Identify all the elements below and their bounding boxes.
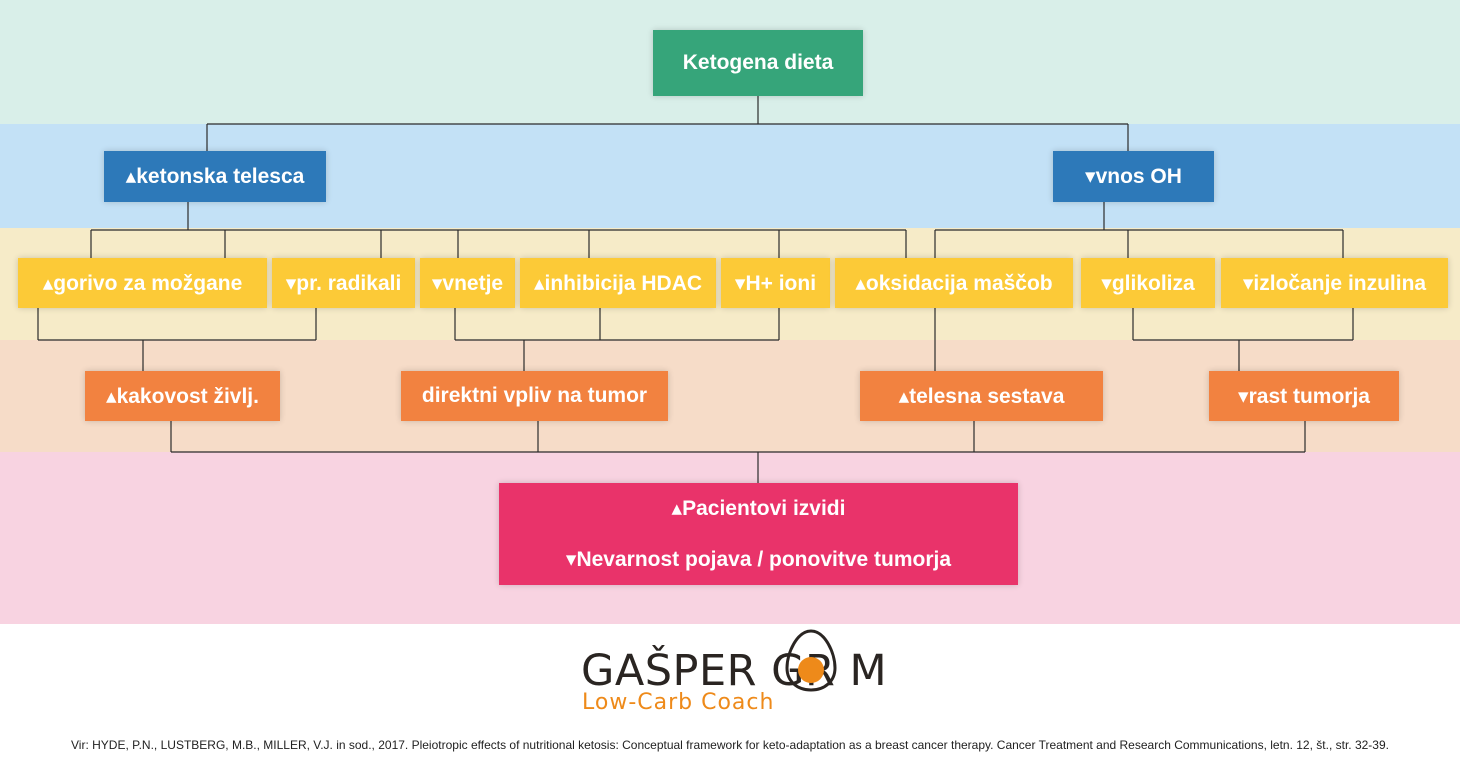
node-h-ioni: ▾H+ ioni xyxy=(721,258,830,308)
logo: GAŠPER GR M Low-Carb Coach xyxy=(581,628,887,718)
node-direktni-vpliv: direktni vpliv na tumor xyxy=(401,371,668,421)
node-telesna-sestava: ▴telesna sestava xyxy=(860,371,1103,421)
node-gorivo-za-mozgane: ▴gorivo za možgane xyxy=(18,258,267,308)
node-final-outcome: ▴Pacientovi izvidi ▾Nevarnost pojava / p… xyxy=(499,483,1018,585)
node-rast-tumorja: ▾rast tumorja xyxy=(1209,371,1399,421)
node-inhibicija-hdac: ▴inhibicija HDAC xyxy=(520,258,716,308)
node-glikoliza: ▾glikoliza xyxy=(1081,258,1215,308)
node-ketogena-dieta: Ketogena dieta xyxy=(653,30,863,96)
logo-name: GAŠPER GR M xyxy=(581,646,888,696)
node-kakovost-zivljenja: ▴kakovost življ. xyxy=(85,371,280,421)
source-citation: Vir: HYDE, P.N., LUSTBERG, M.B., MILLER,… xyxy=(71,738,1389,752)
node-vnos-oh: ▾vnos OH xyxy=(1053,151,1214,202)
node-ketonska-telesca: ▴ketonska telesca xyxy=(104,151,326,202)
node-pr-radikali: ▾pr. radikali xyxy=(272,258,415,308)
node-vnetje: ▾vnetje xyxy=(420,258,515,308)
node-oksidacija-mascob: ▴oksidacija maščob xyxy=(835,258,1073,308)
logo-subtitle: Low-Carb Coach xyxy=(582,690,775,715)
final-line-izvidi: ▴Pacientovi izvidi xyxy=(671,497,846,520)
node-izlocanje-inzulina: ▾izločanje inzulina xyxy=(1221,258,1448,308)
egg-icon xyxy=(785,629,837,692)
final-line-nevarnost: ▾Nevarnost pojava / ponovitve tumorja xyxy=(565,548,952,571)
